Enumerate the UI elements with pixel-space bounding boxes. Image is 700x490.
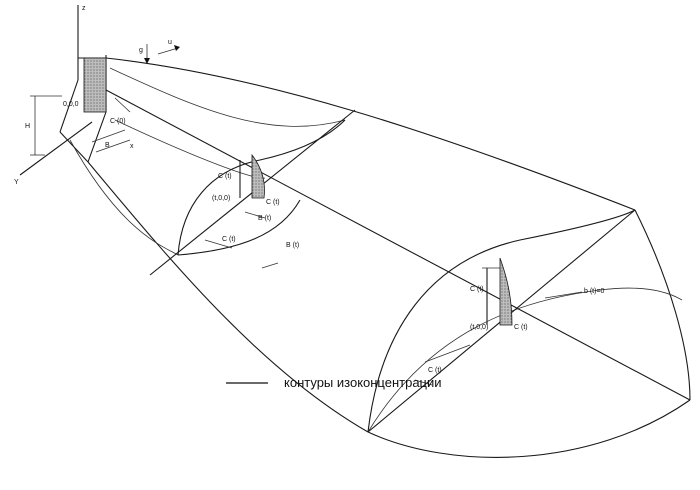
lower-envelope (87, 161, 369, 433)
label-wind: u (168, 39, 172, 46)
label-b-mid: B (t) (258, 215, 271, 222)
label-y: Y (14, 179, 19, 186)
plume-centerline (105, 89, 691, 401)
label-c-far-right: C (t) (514, 324, 528, 331)
far-upper-contour (367, 209, 636, 433)
label-c-mid-low: C (t) (222, 236, 236, 243)
y-axis (19, 121, 93, 176)
label-b-far: b (t)=0 (584, 288, 605, 295)
label-c-mid: C (t) (218, 173, 232, 180)
label-z: z (82, 5, 86, 12)
plume-outline (69, 57, 691, 433)
label-origin: 0,0,0 (63, 101, 79, 108)
label-h: H (25, 123, 30, 130)
mid-concentration-profile (251, 153, 265, 199)
label-c-far-low: C (t) (428, 367, 442, 374)
mid-lower-contour (177, 199, 301, 256)
label-b-mid-wide: B (t) (286, 242, 299, 249)
legend: контуры изоконцентрации (226, 375, 442, 390)
label-b-source: B (105, 142, 110, 149)
source-emission-shading (83, 57, 107, 113)
far-bottom-contour (367, 399, 691, 458)
label-g: g (139, 47, 143, 54)
label-origin-mid: (t,0,0) (212, 195, 230, 202)
diagram-labels: z g u H 0,0,0 C (0) B x Y C (t) (t,0,0) … (14, 5, 605, 374)
label-c-mid-right: C (t) (266, 199, 280, 206)
far-concentration-profile (499, 257, 513, 326)
far-section (367, 209, 691, 458)
legend-label: контуры изоконцентрации (284, 375, 442, 390)
label-x: x (130, 143, 134, 150)
middle-section (149, 109, 356, 276)
label-c-source: C (0) (110, 118, 126, 125)
label-origin-far: (t,0,0) (470, 324, 488, 331)
gravity-arrow (144, 44, 150, 64)
far-right-contour (634, 209, 691, 401)
source-block (19, 5, 131, 176)
upper-envelope (105, 57, 636, 211)
label-c-far: C (t) (470, 286, 484, 293)
wind-arrow (157, 45, 180, 55)
